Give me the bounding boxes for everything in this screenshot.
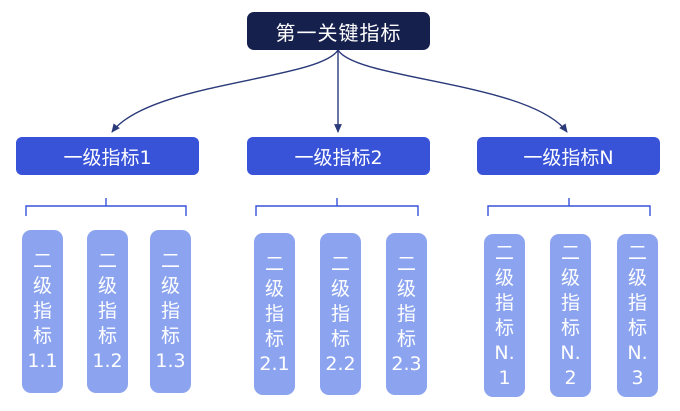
level2-node-char: 二 [560,241,580,264]
level2-node-char: 级 [330,277,350,300]
level2-node-char: 二 [330,252,350,275]
level2-node-char: 指 [160,300,180,322]
level2-node-char: 1.2 [92,350,123,372]
root-node: 第一关键指标 [247,12,430,50]
level2-node-char: 二 [32,250,52,272]
level2-node-char: 标 [264,327,284,350]
level2-node-1-1: 二级指标 1.1 [22,230,63,393]
level1-node-1: 一级指标1 [16,137,199,175]
level2-node-char: 级 [627,266,647,289]
level2-node-char: 指 [264,302,284,325]
level1-node-2: 一级指标2 [247,137,430,175]
bracket-group-3 [487,198,651,216]
level2-node-char: 标 [97,325,117,347]
level2-node-char: 级 [560,266,580,289]
connector-arrow-group-3 [337,49,568,133]
level2-node-char: 级 [264,277,284,300]
level2-node-char: 二 [264,252,284,275]
level2-node-char: 3 [631,366,644,389]
level2-node-char: 标 [396,327,416,350]
level2-node-char: N. [627,341,648,364]
bracket-group-2 [255,198,419,216]
level2-node-1-2: 二级指标 1.2 [87,230,128,393]
level2-node-char: 1.1 [27,350,58,372]
level2-node-char: 级 [494,266,514,289]
level2-node-char: 2.2 [325,352,356,375]
level2-node-char: 指 [32,300,52,322]
level2-node-char: N. [560,341,581,364]
level2-node-char: 标 [627,316,647,339]
level2-node-char: 指 [627,291,647,314]
level2-node-char: 2.1 [259,352,290,375]
level2-node-char: 标 [32,325,52,347]
level2-node-char: 二 [97,250,117,272]
level2-node-char: 二 [396,252,416,275]
level2-node-char: 二 [627,241,647,264]
level2-node-char: 指 [560,291,580,314]
level2-node-char: 指 [396,302,416,325]
level2-node-char: 标 [330,327,350,350]
level2-node-char: 级 [32,275,52,297]
level1-node-N: 一级指标N [477,137,660,175]
level2-node-char: 标 [560,316,580,339]
level2-node-char: 级 [396,277,416,300]
level2-node-1-3: 二级指标 1.3 [150,230,191,393]
level2-node-char: 2.3 [391,352,422,375]
bracket-group-1 [25,198,187,216]
level2-node-char: 二 [160,250,180,272]
level2-node-char: 级 [160,275,180,297]
level2-node-char: 指 [330,302,350,325]
level2-node-char: 二 [494,241,514,264]
level2-node-char: 标 [160,325,180,347]
level2-node-char: N. [494,341,515,364]
level2-node-char: 指 [97,300,117,322]
level2-node-char: 标 [494,316,514,339]
connector-arrow-group-1 [111,49,339,133]
level2-node-char: 2 [564,366,577,389]
level2-node-char: 级 [97,275,117,297]
level2-node-char: 指 [494,291,514,314]
level2-node-char: 1.3 [155,350,186,372]
level2-node-char: 1 [498,366,511,389]
